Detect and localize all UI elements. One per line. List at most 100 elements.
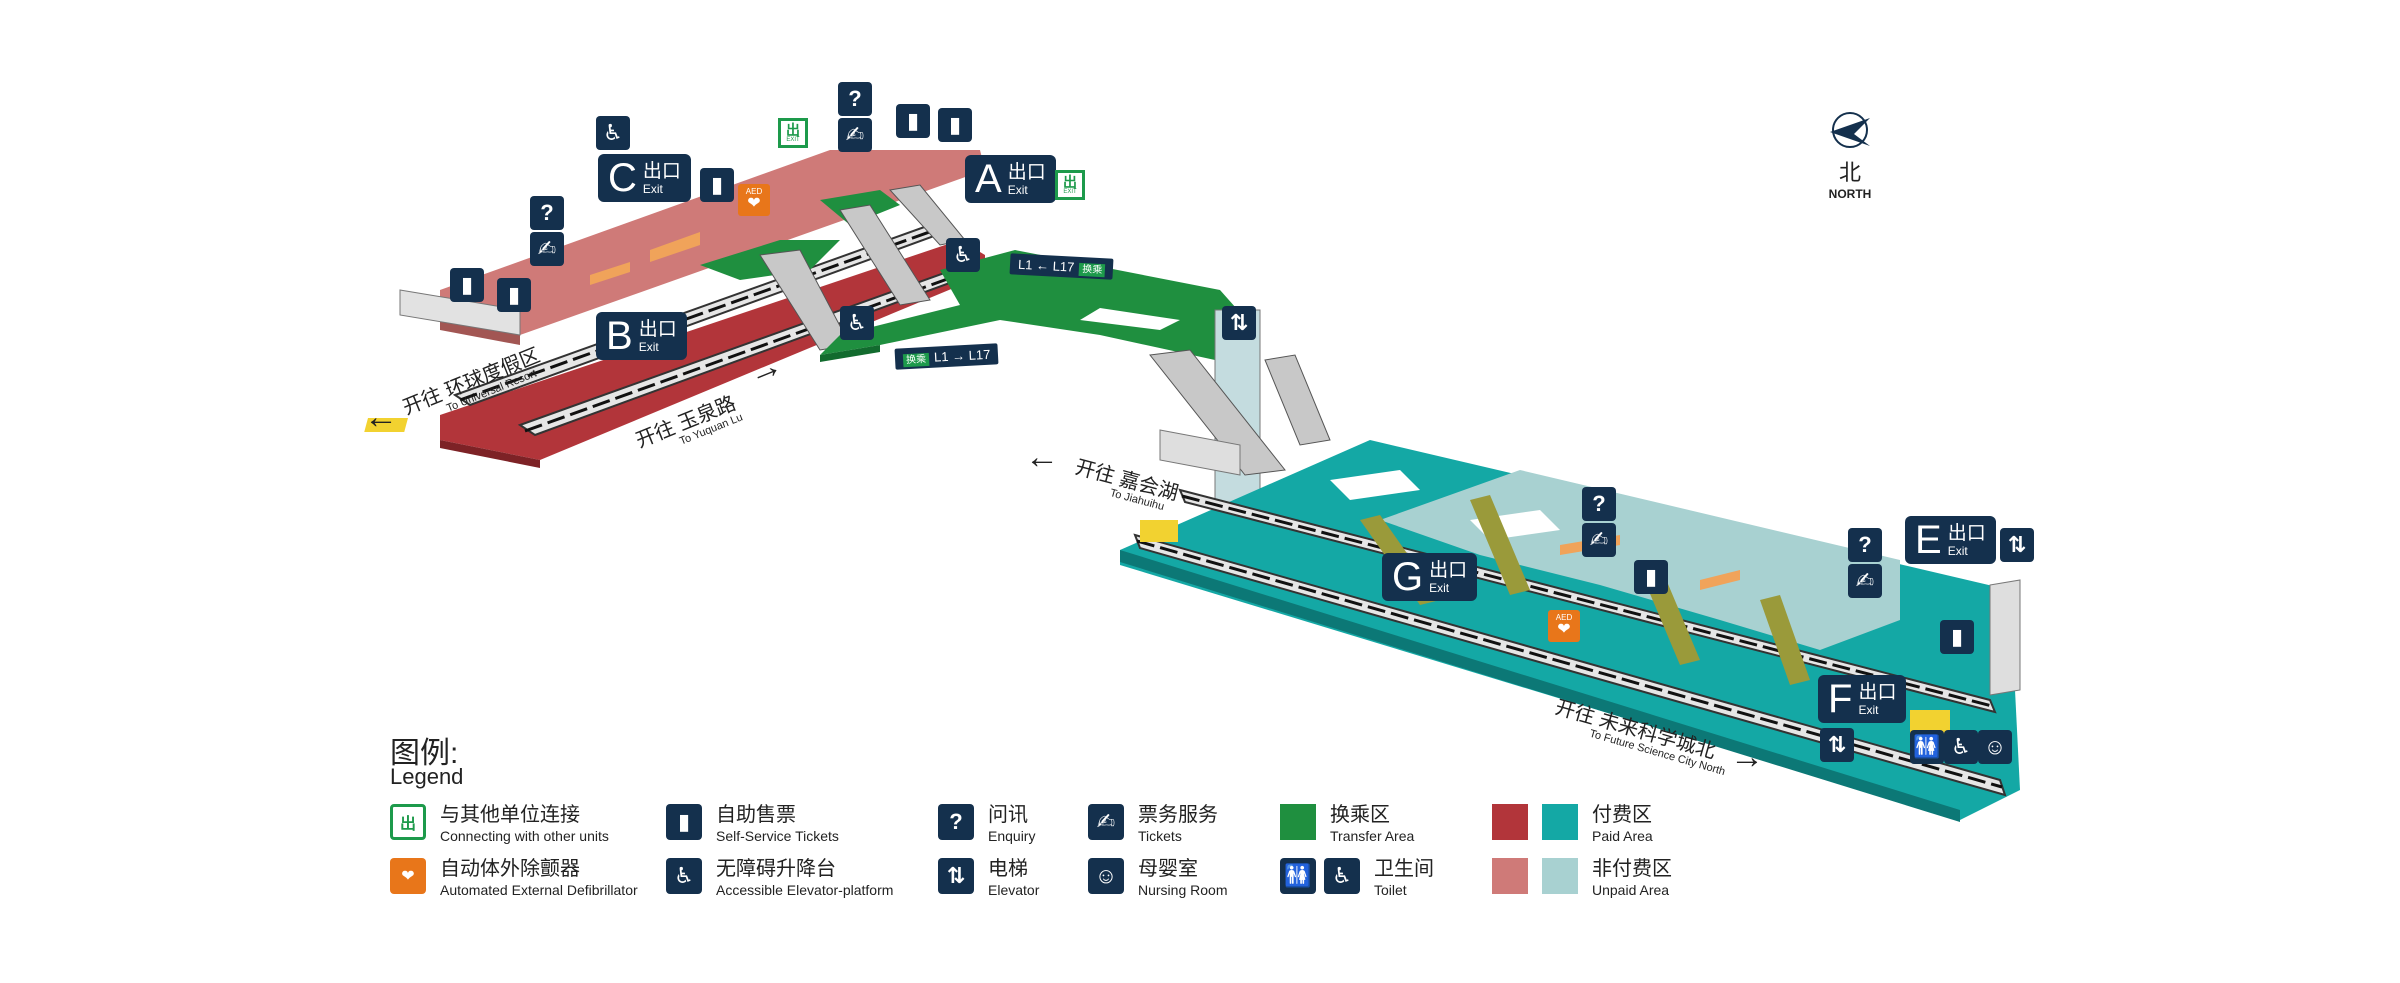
- transfer-tag: 换乘: [1078, 262, 1106, 278]
- accessible-toilet-icon: ♿: [1324, 858, 1360, 894]
- legend-label-en: Elevator: [988, 882, 1040, 898]
- compass-arrow-icon: [1830, 112, 1870, 148]
- legend-label-en: Nursing Room: [1138, 882, 1228, 898]
- legend-label-en: Toilet: [1374, 882, 1407, 898]
- exit-letter: C: [608, 156, 637, 200]
- legend-item-transfer: 换乘区 Transfer Area: [1280, 804, 1414, 844]
- north-compass: 北 NORTH: [1820, 110, 1880, 201]
- exit-label-en: Exit: [1429, 580, 1450, 595]
- exit-label-en: Exit: [642, 181, 663, 196]
- ticket-service-icon[interactable]: ✍: [838, 118, 872, 152]
- unpaid-area-swatch-teal: [1542, 858, 1578, 894]
- ticket-service-icon[interactable]: ✍: [1848, 564, 1882, 598]
- legend-label-en: Paid Area: [1592, 828, 1653, 844]
- ticket-machine-icon[interactable]: ▮: [1940, 620, 1974, 654]
- ticket-machine-icon[interactable]: ▮: [700, 168, 734, 202]
- ticket-machine-icon[interactable]: ▮: [497, 278, 531, 312]
- ticket-service-icon[interactable]: ✍: [1582, 523, 1616, 557]
- ticket-machine-icon[interactable]: ▮: [896, 104, 930, 138]
- question-icon[interactable]: ?: [838, 82, 872, 116]
- accessible-lift-icon: ♿: [666, 858, 702, 894]
- question-icon[interactable]: ?: [1848, 528, 1882, 562]
- paid-area-swatch-teal: [1542, 804, 1578, 840]
- exit-label-zh: 出口: [638, 318, 677, 340]
- toilet-icon: 🚻: [1280, 858, 1316, 894]
- exit-letter: F: [1828, 677, 1853, 721]
- exit-letter: A: [975, 157, 1002, 201]
- exit-label-zh: 出口: [1007, 161, 1046, 183]
- legend-label-zh: 问讯: [988, 804, 1028, 826]
- ticket-service-icon: ✍: [1088, 804, 1124, 840]
- legend-label-zh: 票务服务: [1138, 804, 1218, 826]
- exit-letter: E: [1915, 518, 1942, 562]
- ticket-service-icon[interactable]: ✍: [530, 232, 564, 266]
- exit-label-en: Exit: [1007, 182, 1028, 197]
- right-track-lower: [1133, 533, 2007, 797]
- legend-item-paid: 付费区 Paid Area: [1492, 804, 1653, 844]
- exit-box-sub: EXIT: [1063, 189, 1077, 195]
- heart-bolt-icon: ❤: [747, 195, 761, 212]
- exit-label-zh: 出口: [1858, 681, 1897, 703]
- exit-letter: B: [606, 314, 633, 358]
- legend-label-en: Unpaid Area: [1592, 882, 1670, 898]
- elevator-icon[interactable]: ⇅: [2000, 528, 2034, 562]
- question-icon: ?: [938, 804, 974, 840]
- legend-item-aed: ❤ 自动体外除颤器 Automated External Defibrillato…: [390, 858, 638, 898]
- legend-label-zh: 换乘区: [1330, 804, 1390, 826]
- legend-label-en: Transfer Area: [1330, 828, 1415, 844]
- legend-label-en: Automated External Defibrillator: [440, 882, 638, 898]
- transfer-tag: 换乘: [902, 352, 930, 368]
- legend-label-zh: 母婴室: [1138, 858, 1198, 880]
- accessible-lift-icon[interactable]: ♿: [840, 306, 874, 340]
- aed-label: AED: [745, 187, 763, 196]
- accessible-lift-icon[interactable]: ♿: [596, 116, 630, 150]
- exit-box-glyph: 出: [786, 122, 800, 138]
- elevator-icon[interactable]: ⇅: [1222, 306, 1256, 340]
- transfer-text: L1 ← L17: [1017, 256, 1075, 275]
- arrow-left-icon: ←: [1025, 438, 1059, 476]
- aed-icon[interactable]: AED❤: [738, 184, 770, 216]
- exit-label-en: Exit: [638, 339, 659, 354]
- ticket-machine-icon[interactable]: ▮: [938, 108, 972, 142]
- legend-label-zh: 与其他单位连接: [440, 804, 580, 826]
- legend-item-enquiry: ? 问讯 Enquiry: [938, 804, 1035, 844]
- legend-subtitle: Legend: [390, 764, 464, 789]
- legend-title: 图例:: [390, 737, 459, 770]
- elevator-icon[interactable]: ⇅: [1820, 728, 1854, 762]
- legend-label-zh: 自助售票: [716, 804, 796, 826]
- accessible-toilet-icon[interactable]: ♿: [1944, 730, 1978, 764]
- accessible-lift-icon[interactable]: ♿: [946, 238, 980, 272]
- legend-label-en: Enquiry: [988, 828, 1036, 844]
- toilet-icon[interactable]: 🚻: [1910, 730, 1944, 764]
- aed-icon: ❤: [390, 858, 426, 894]
- legend-label-en: Self-Service Tickets: [716, 828, 839, 844]
- legend-label-zh: 无障碍升降台: [716, 858, 836, 880]
- exit-label-zh: 出口: [642, 160, 681, 182]
- north-label-en: NORTH: [1828, 187, 1872, 201]
- ticket-machine-icon[interactable]: ▮: [1634, 560, 1668, 594]
- question-icon[interactable]: ?: [1582, 487, 1616, 521]
- aed-icon[interactable]: AED❤: [1548, 610, 1580, 642]
- ticket-machine-icon[interactable]: ▮: [450, 268, 484, 302]
- nursing-room-icon[interactable]: ☺: [1978, 730, 2012, 764]
- question-icon[interactable]: ?: [530, 196, 564, 230]
- north-label-zh: 北: [1838, 160, 1861, 185]
- exit-letter: G: [1392, 555, 1424, 599]
- legend-label-zh: 付费区: [1592, 804, 1652, 826]
- legend-label-zh: 电梯: [988, 858, 1028, 880]
- connecting-exit-icon: 出: [390, 804, 426, 840]
- unpaid-area-swatch-red: [1492, 858, 1528, 894]
- legend-label-zh: 自动体外除颤器: [440, 858, 580, 880]
